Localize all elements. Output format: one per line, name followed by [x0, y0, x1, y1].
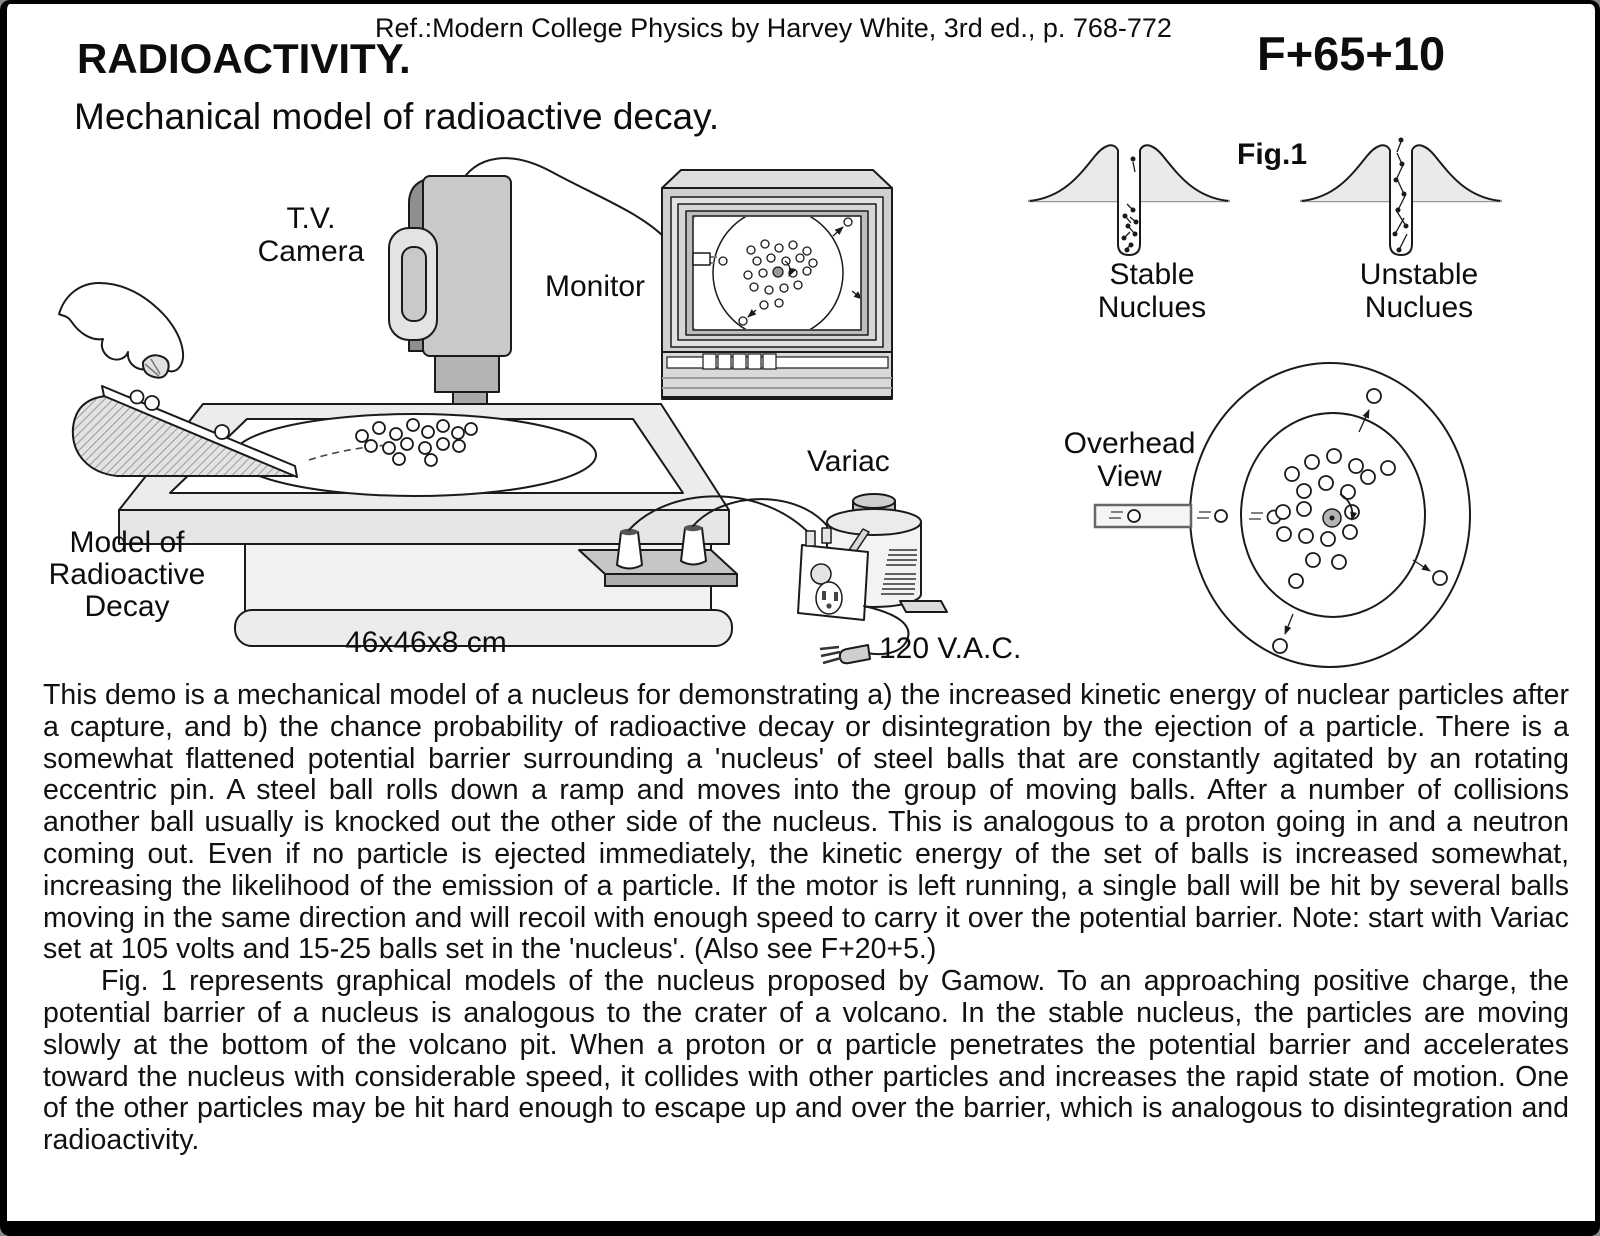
- fig1-stable-drawing: [1026, 144, 1232, 257]
- page-title: RADIOACTIVITY.: [77, 35, 411, 82]
- tv-camera-label: T.V. Camera: [257, 202, 365, 268]
- hand-drawing: [58, 282, 185, 405]
- dimensions-label: 46x46x8 cm: [345, 626, 507, 659]
- reference-line: Ref.:Modern College Physics by Harvey Wh…: [375, 13, 1172, 43]
- wire-line-1: [628, 495, 808, 532]
- overhead-view-drawing: [1093, 362, 1471, 668]
- table-drawing: [118, 403, 738, 647]
- model-label: Model of Radioactive Decay: [48, 526, 206, 623]
- stable-nucleus-caption: Stable Nuclues: [1097, 258, 1207, 324]
- plug-icon: [819, 644, 871, 665]
- body-paragraph-2: Fig. 1 represents graphical models of th…: [43, 965, 1569, 1157]
- apparatus-diagram: [58, 137, 1504, 668]
- page-subtitle: Mechanical model of radioactive decay.: [74, 96, 720, 137]
- demo-code: F+65+10: [1257, 27, 1446, 80]
- body-paragraph-1: This demo is a mechanical model of a nuc…: [43, 679, 1569, 966]
- fig1-label: Fig.1: [1237, 138, 1308, 171]
- camera-cable-line: [458, 157, 665, 238]
- body-text: This demo is a mechanical model of a nuc…: [43, 679, 1569, 1157]
- wire-line-2: [692, 498, 829, 528]
- fig1-unstable-drawing: [1298, 137, 1504, 257]
- monitor-drawing: [661, 169, 893, 400]
- power-label: 120 V.A.C.: [879, 632, 1022, 665]
- unstable-nucleus-caption: Unstable Nuclues: [1359, 258, 1479, 324]
- monitor-screen-content: [694, 217, 860, 329]
- overhead-view-label: Overhead View: [1063, 427, 1196, 493]
- variac-label: Variac: [807, 445, 890, 478]
- monitor-label: Monitor: [545, 270, 646, 303]
- variac-drawing: [797, 493, 948, 665]
- ramp-drawing: [71, 385, 298, 478]
- power-cord-line: [863, 605, 910, 656]
